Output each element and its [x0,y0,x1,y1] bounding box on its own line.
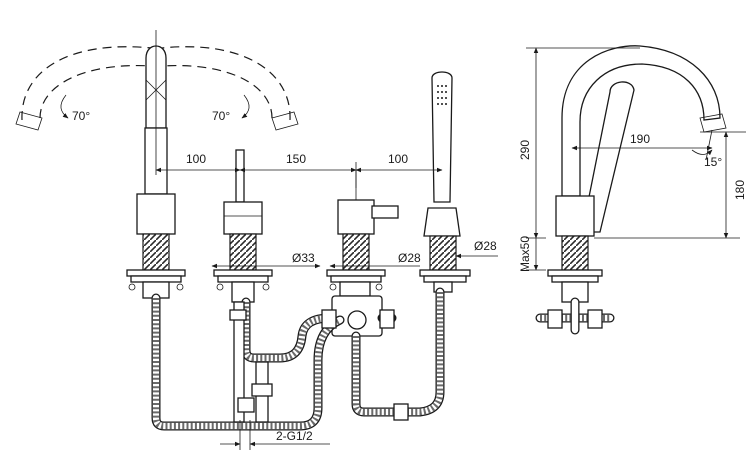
total-height-label: 290 [518,140,532,160]
spacing-valve-handshower-label: 100 [388,152,408,166]
inlet-connection-label: 2-G1/2 [276,429,313,443]
front-view: 70° 70° [15,30,498,450]
spacing-valve-valve-label: 150 [286,152,306,166]
diameter-diverter-label: Ø28 [398,251,421,265]
outlet-angle-label: 15° [704,155,722,169]
swivel-angle-right-label: 70° [212,109,230,123]
outlet-height-label: 180 [733,180,747,200]
spout-swivel-arcs [15,46,299,131]
swivel-angle-left-label: 70° [72,109,90,123]
diameter-dimensions [211,253,498,269]
side-spout [535,45,727,335]
spout-column [126,30,186,299]
spacing-spout-valve-label: 100 [186,152,206,166]
inlet-connections [229,301,409,450]
diverter-valve [326,170,399,337]
side-view: 290 Max50 190 180 15° [518,45,747,335]
diameter-handshower-label: Ø28 [474,239,497,253]
hand-shower [419,71,471,293]
spout-reach-label: 190 [630,132,650,146]
max-deck-label: Max50 [518,236,532,272]
mixing-valve [213,149,273,303]
spacing-dimensions [155,162,443,188]
braided-hoses [151,287,445,431]
side-dimensions [526,47,746,271]
diameter-valve-label: Ø33 [292,251,315,265]
